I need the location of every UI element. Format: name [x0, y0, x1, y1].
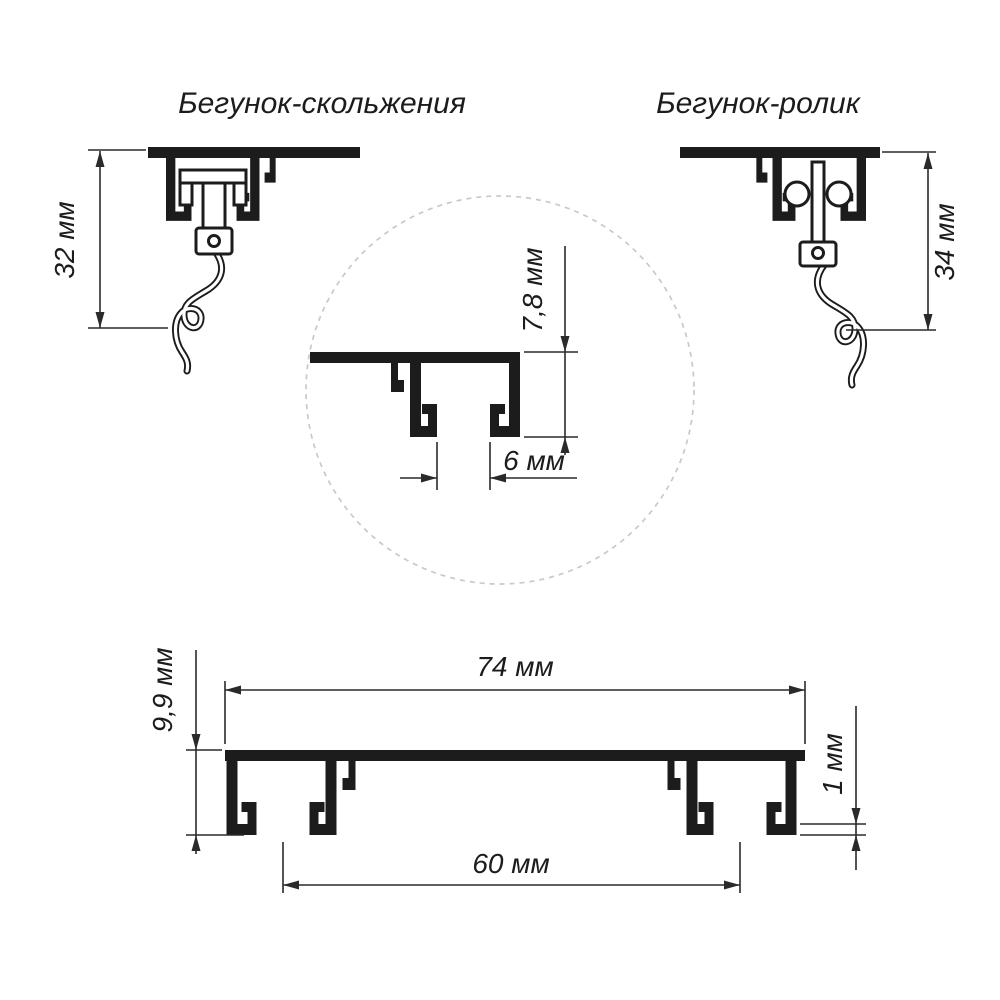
- roller-bracket: [810, 160, 826, 244]
- detail-zoom-circle: [305, 195, 695, 585]
- roller-runner-figure: 34 мм: [680, 147, 960, 385]
- profile-left-channel: [226, 761, 356, 835]
- glider-eyelet: [207, 234, 221, 248]
- dim-1-label: 1 мм: [817, 733, 848, 795]
- dim-32-label: 32 мм: [49, 201, 80, 278]
- dim-7-8: 7,8 мм: [517, 246, 578, 455]
- dim-60: 60 мм: [282, 842, 741, 893]
- dim-32: 32 мм: [49, 149, 168, 329]
- dim-6-label: 6 мм: [503, 445, 565, 476]
- glider-foot-right: [232, 181, 248, 207]
- rail-bar: [148, 147, 360, 158]
- glider-neck: [201, 181, 227, 230]
- dim-1: 1 мм: [800, 706, 866, 870]
- dim-9-9: 9,9 мм: [147, 647, 244, 854]
- dim-9-9-label: 9,9 мм: [147, 647, 178, 732]
- dim-60-label: 60 мм: [472, 848, 549, 879]
- channel-detail-figure: 7,8 мм 6 мм: [310, 246, 578, 490]
- rail-bar: [680, 147, 880, 158]
- profile-right-channel: [667, 761, 797, 835]
- curtain-hook: [817, 264, 863, 385]
- dim-34: 34 мм: [846, 151, 960, 331]
- rail-bar-fragment: [310, 352, 520, 363]
- sliding-runner-figure: 32 мм: [49, 147, 360, 371]
- glider: [178, 168, 248, 256]
- roller-runner-title: Бегунок-ролик: [656, 87, 862, 120]
- rail-profile-figure: 74 мм 9,9 мм 1 мм 60 мм: [147, 647, 866, 893]
- roller-eyelet: [811, 246, 825, 260]
- curtain-hook: [175, 250, 221, 371]
- roller-wheel-left: [783, 180, 811, 208]
- dim-34-label: 34 мм: [929, 203, 960, 280]
- glider-foot-left: [178, 181, 194, 207]
- dim-74: 74 мм: [224, 651, 806, 744]
- dim-74-label: 74 мм: [476, 651, 553, 682]
- dim-6: 6 мм: [400, 442, 577, 490]
- roller-carrier: [783, 160, 853, 244]
- dim-7-8-label: 7,8 мм: [517, 247, 548, 332]
- rail-channel-detail: [391, 363, 520, 437]
- profile-top-bar: [225, 750, 805, 761]
- sliding-runner-title: Бегунок-скольжения: [178, 87, 466, 120]
- glider-head: [178, 168, 248, 185]
- roller-wheel-right: [825, 180, 853, 208]
